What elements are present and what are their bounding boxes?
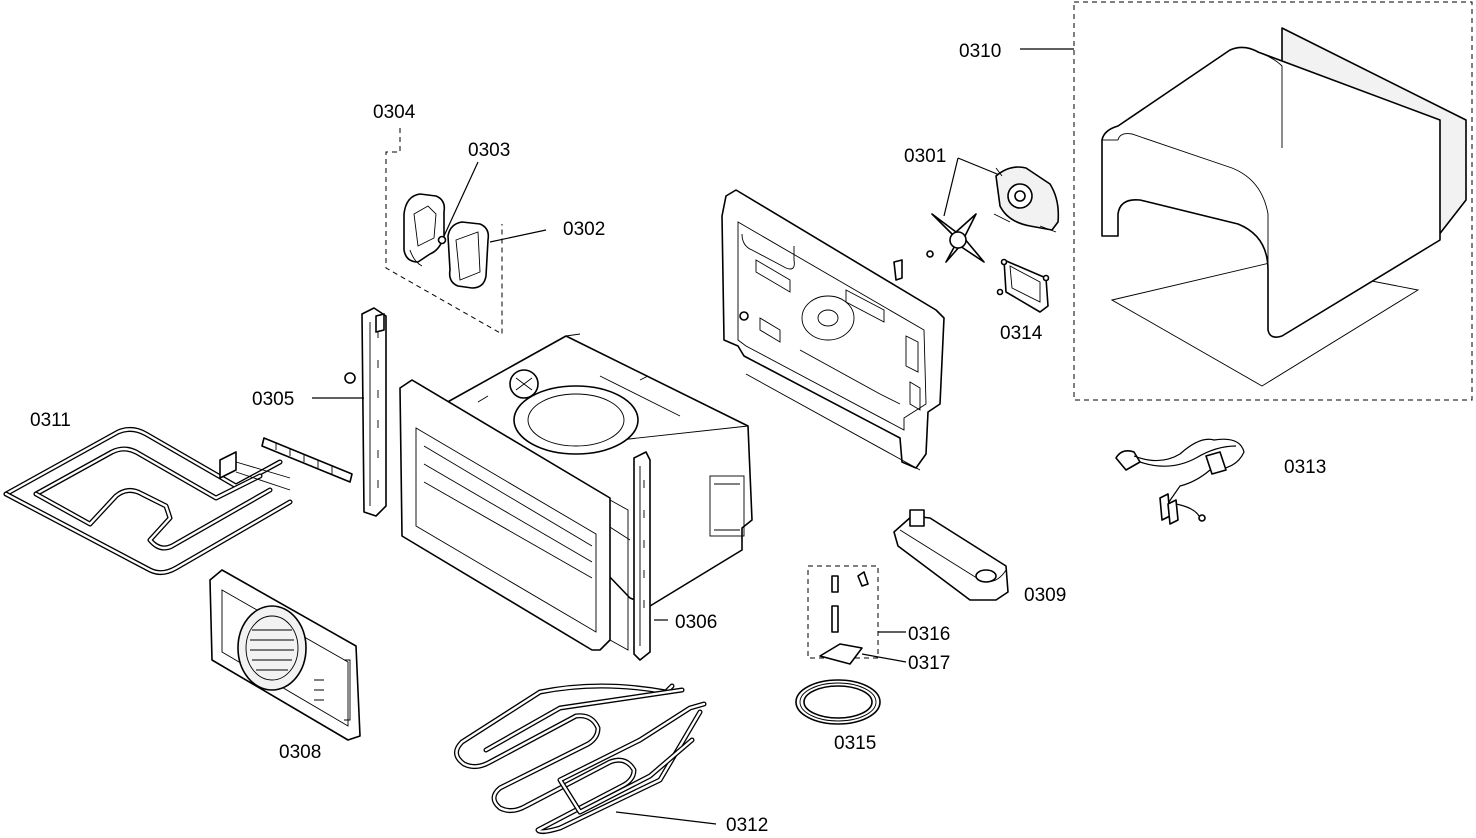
label-0308: 0308 — [279, 742, 321, 763]
label-0311: 0311 — [30, 410, 71, 431]
part-0308-rear-panel — [209, 569, 361, 741]
part-0313-wiring — [1115, 438, 1245, 525]
label-0309: 0309 — [1024, 585, 1066, 606]
label-0314: 0314 — [1000, 323, 1043, 344]
label-0302: 0302 — [563, 219, 605, 240]
label-0310: 0310 — [959, 41, 1001, 62]
label-0305: 0305 — [252, 389, 294, 410]
part-0301-fan-motor — [893, 157, 1060, 281]
part-0304-group — [385, 128, 547, 335]
label-0303: 0303 — [468, 140, 510, 161]
label-0315: 0315 — [834, 733, 876, 754]
part-0316-group — [807, 565, 907, 665]
label-0301: 0301 — [904, 146, 946, 167]
part-0310-casing — [1020, 1, 1473, 401]
part-0309-hinge — [893, 509, 1009, 601]
part-0305-rail — [261, 307, 387, 517]
label-0313: 0313 — [1284, 457, 1326, 478]
part-0314-bracket — [996, 258, 1050, 313]
label-0312: 0312 — [726, 815, 768, 836]
part-0312-bottom-element — [454, 683, 717, 835]
label-0316: 0316 — [908, 624, 950, 645]
oven-back-wall — [721, 189, 945, 471]
label-0304: 0304 — [373, 102, 416, 123]
part-0315-ring — [795, 679, 881, 725]
part-0306-cavity — [399, 333, 753, 661]
label-0317: 0317 — [908, 653, 950, 674]
label-0306: 0306 — [675, 612, 717, 633]
part-0311-grill-element — [3, 426, 293, 576]
